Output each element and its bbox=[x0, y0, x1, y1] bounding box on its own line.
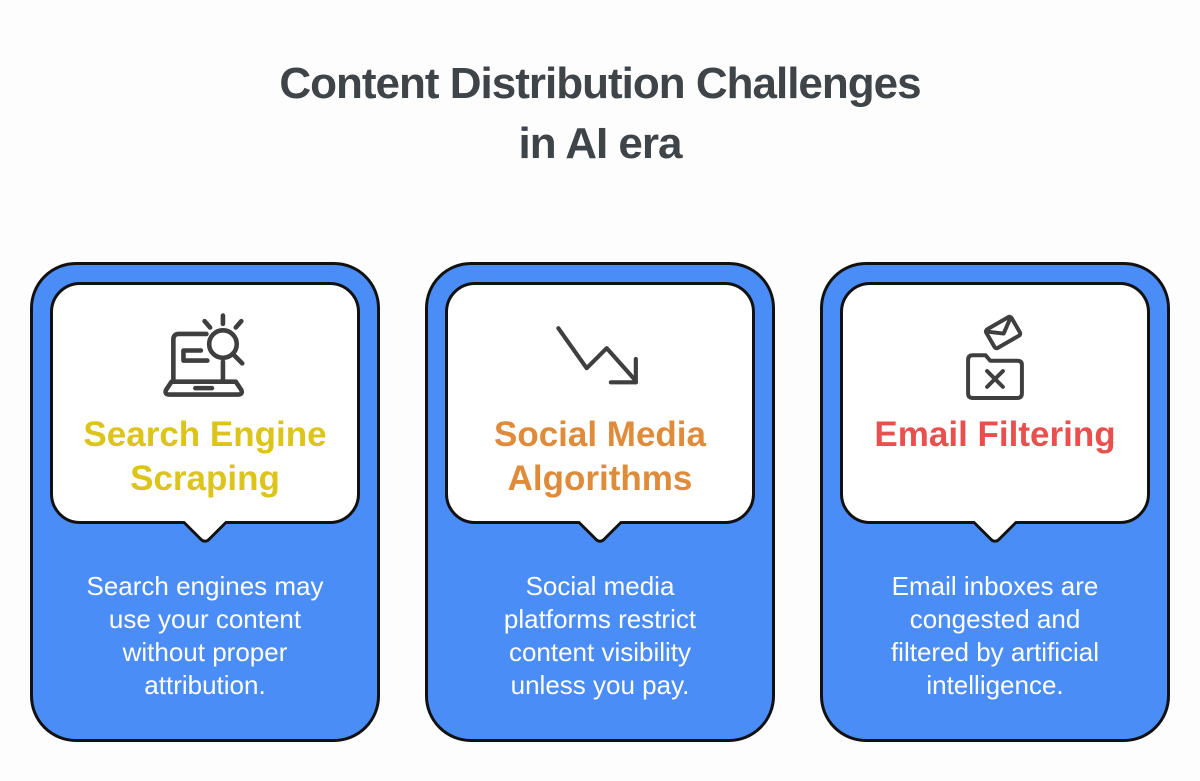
card-heading: Email Filtering bbox=[874, 415, 1116, 454]
card-bubble: Social Media Algorithms bbox=[445, 282, 755, 546]
bubble-tail bbox=[972, 500, 1018, 546]
challenge-card-social-media: Social Media Algorithms Social media pla… bbox=[425, 262, 775, 742]
card-heading: Social Media Algorithms bbox=[493, 415, 707, 498]
email-folder-x-icon bbox=[843, 303, 1147, 409]
challenge-card-email-filtering: Email Filtering Email inboxes are conges… bbox=[820, 262, 1170, 742]
card-bubble: Email Filtering bbox=[840, 282, 1150, 546]
card-bubble: Search Engine Scraping bbox=[50, 282, 360, 546]
laptop-search-icon bbox=[53, 303, 357, 409]
card-description: Email inboxes are congested and filtered… bbox=[890, 571, 1100, 700]
page-title: Content Distribution Challenges in AI er… bbox=[279, 59, 921, 168]
challenge-card-search-engine: Search Engine Scraping Search engines ma… bbox=[30, 262, 380, 742]
card-description: Search engines may use your content with… bbox=[86, 571, 324, 700]
trend-down-icon bbox=[448, 303, 752, 409]
bubble-tail bbox=[182, 500, 228, 546]
card-description: Social media platforms restrict content … bbox=[503, 571, 697, 700]
bubble-tail bbox=[577, 500, 623, 546]
cards-row: Search Engine Scraping Search engines ma… bbox=[30, 262, 1170, 742]
card-heading: Search Engine Scraping bbox=[83, 415, 327, 498]
